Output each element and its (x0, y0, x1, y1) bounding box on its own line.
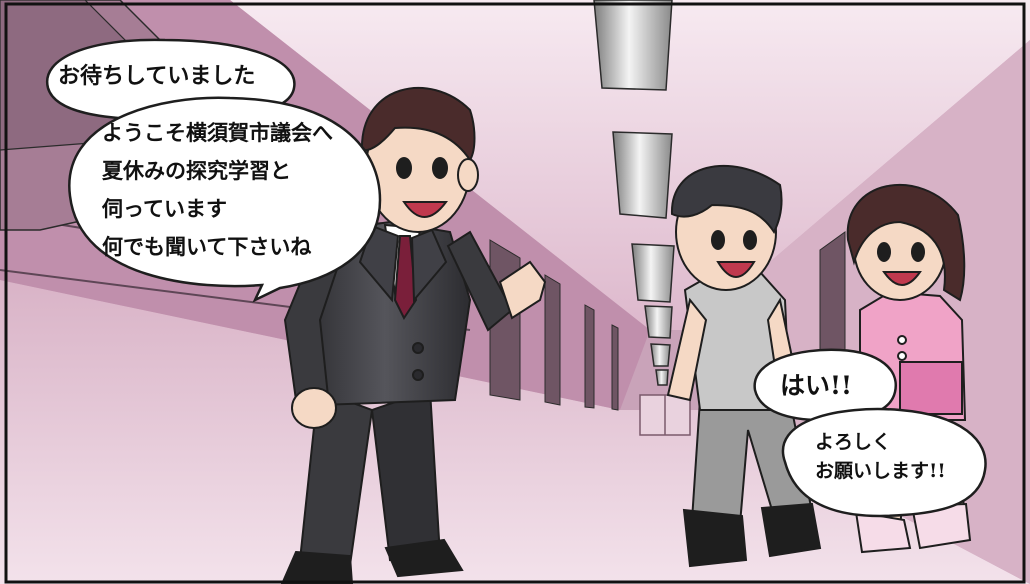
reply-yes-text: はい!! (780, 371, 852, 400)
welcome-text: ようこそ横須賀市議会へ 夏休みの探究学習と 伺っています 何でも聞いて下さいね (102, 114, 333, 266)
welcome-bubble (68, 96, 382, 303)
greeting-text: お待ちしていました (58, 63, 256, 89)
welcome-line: 伺っています (102, 196, 227, 221)
reply-line: よろしく (815, 431, 892, 453)
speech-bubbles (45, 38, 987, 518)
ceiling-lamps (593, 0, 675, 386)
reply-text: よろしく お願いします!! (815, 428, 946, 486)
welcome-line: 何でも聞いて下さいね (102, 234, 312, 259)
reply-yes-bubble (753, 348, 897, 422)
welcome-line: 夏休みの探究学習と (102, 158, 291, 183)
panel-border (4, 2, 1026, 584)
man-in-suit (280, 86, 547, 584)
reply-line: お願いします!! (815, 460, 946, 482)
boy-student (666, 164, 822, 568)
reply-bubble (781, 407, 987, 518)
welcome-line: ようこそ横須賀市議会へ (102, 120, 333, 145)
